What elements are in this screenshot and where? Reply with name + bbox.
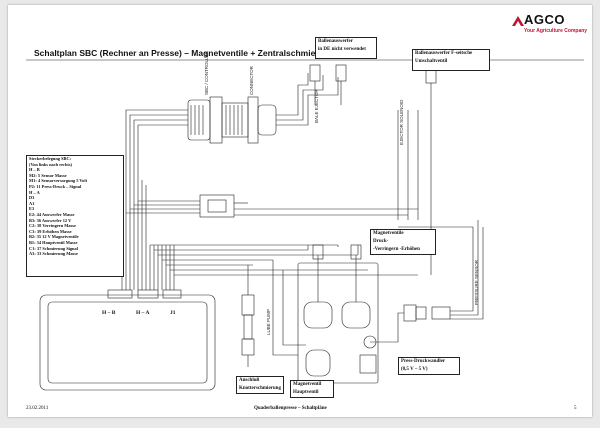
svg-text:CONNECTOR: CONNECTOR [249,65,254,95]
anschluss-box: Anschluß Knotterschmierung [236,376,284,394]
agco-logo-icon [512,16,524,26]
box-line-1: Magnetventile [373,231,404,236]
brand-tagline: Your Agriculture Company [524,28,588,34]
legend-line: M2: 5 Sensor Masse [29,172,67,178]
legend-line: D3 [29,195,35,201]
svg-text:EJECTOR SOLENOID: EJECTOR SOLENOID [399,99,404,145]
box-line-2: Knotterschmierung [239,386,281,391]
footer-date: 23.02.2011 [26,406,49,411]
druckwandler-box: Press-Druckwandler (0,5 V – 5 V) [398,357,460,375]
diagram-title: Schaltplan SBC (Rechner an Presse) – Mag… [34,48,347,58]
connector-label-ha: H – A [136,310,150,316]
svg-text:SBC / CONTROLLER: SBC / CONTROLLER [204,50,209,95]
box-line-1: Ballenauswerfer F-seitsche [415,51,473,56]
legend-line: A1 [29,200,35,206]
legend-line: C3: 39 Erhöhen Masse [29,228,72,234]
magnetventil-haupt-box: Magnetventil Hauptventil [290,380,334,398]
legend-line: Steckerbelegung SBC: [29,156,72,161]
ballenauswerfer-unused-box: Ballenauswerfer in DE nicht verwendet [315,37,377,59]
wiring-drawing: SBC / CONTROLLER CONNECTOR BALE EJECTOR … [26,50,584,391]
box-line-2: in DE nicht verwendet [318,47,366,52]
legend-line: B1: 34 Hauptventil Masse [29,239,78,245]
legend-line: H – A [29,189,40,195]
footer-center: Quaderballenpresse – Schaltpläne [254,406,327,411]
box-line-1: Press-Druckwandler [401,359,446,364]
legend-line: M1: 4 Sensorversorgung 5 Volt [29,178,88,184]
magnetventile-box: Magnetventile Druck- -Verringern -Erhöhe… [370,229,436,255]
legend-line: E3 [29,206,35,212]
footer-page: 5 [574,406,577,411]
box-line-2: Druck- [373,239,389,244]
schematic-sheet: AGCO Your Agriculture Company Schaltplan… [8,5,592,417]
legend-line: E2: 44 Auswerfer Masse [29,211,75,217]
legend-line: P2: 11 Press-Druck – Signal [29,183,82,189]
box-line-1: Ballenauswerfer [318,39,353,44]
box-line-2: (0,5 V – 5 V) [401,367,428,372]
legend-line: C2: 38 Verringern Masse [29,223,76,229]
box-line-1: Anschluß [239,378,260,383]
box-line-1: Magnetventil [293,382,322,387]
legend-line: C1: 37 Schmierung Signal [29,245,78,251]
connector-label-j1: J1 [170,310,176,316]
box-line-2: Umschaltventil [415,59,448,64]
svg-text:PRESSURE SENSOR: PRESSURE SENSOR [474,259,479,305]
legend-line: A3: 33 Schmierung Masse [29,251,78,257]
legend-line: H – B [29,167,40,173]
brand-name: AGCO [524,12,565,27]
box-line-3: -Verringern -Erhöhen [373,247,420,252]
legend-line: B2: 35 12 V Magnetventile [29,234,79,240]
box-line-2: Hauptventil [293,390,319,395]
svg-text:LUBE PUMP: LUBE PUMP [266,309,271,335]
ballenauswerfer-valve-box: Ballenauswerfer F-seitsche Umschaltventi… [412,49,490,71]
legend-line: (Von links nach rechts) [29,161,73,167]
svg-text:BALE EJECTOR: BALE EJECTOR [314,89,319,123]
pin-legend: Steckerbelegung SBC: (Von links nach rec… [26,155,124,277]
connector-label-hb: H – B [102,310,116,316]
legend-line: B3: 36 Auswerfer 12 V [29,217,72,223]
